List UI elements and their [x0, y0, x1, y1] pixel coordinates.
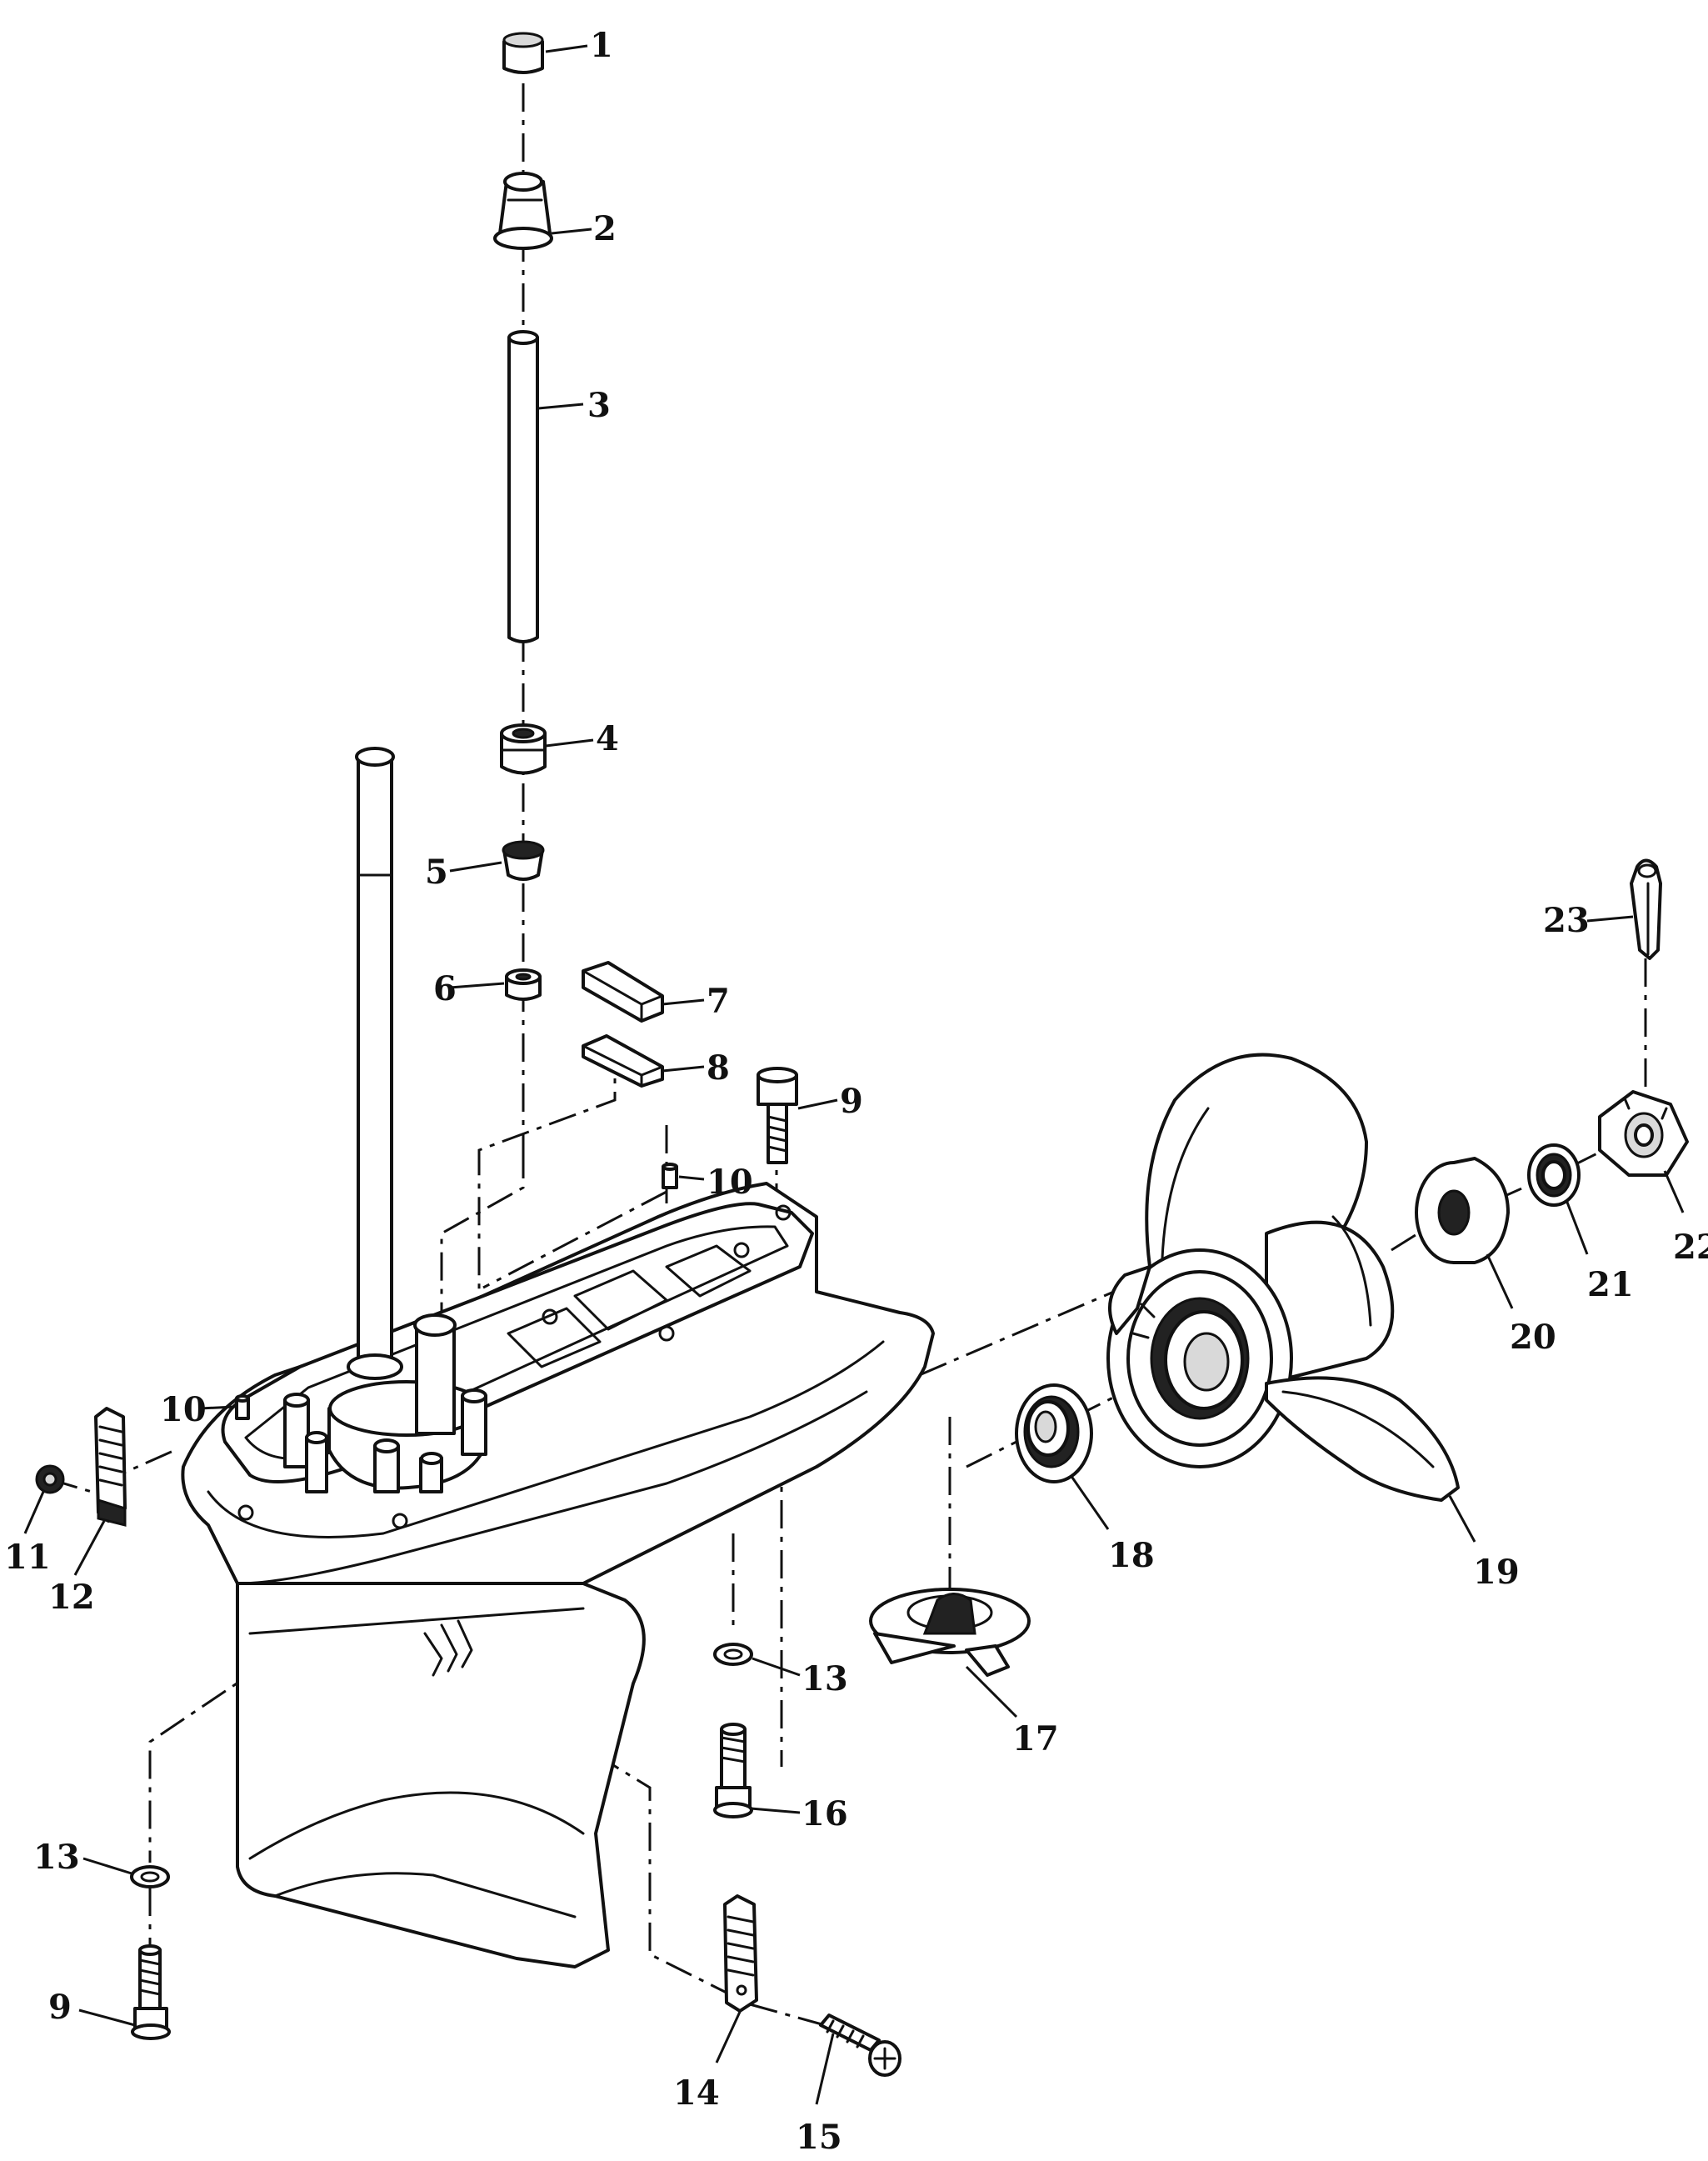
part-23-cotter-pin — [1630, 858, 1662, 960]
part-3-water-tube — [507, 330, 539, 643]
label-15: 15 — [796, 2118, 842, 2157]
label-3: 3 — [587, 386, 611, 425]
leader-lines — [23, 44, 1685, 2105]
part-7-plate — [582, 961, 664, 1023]
lower-unit-housing — [181, 747, 935, 1968]
part-10-dowel-pin-right — [662, 1163, 678, 1189]
part-13-washer-lower — [130, 1865, 170, 1888]
label-8: 8 — [707, 1048, 730, 1088]
label-1: 1 — [590, 26, 613, 65]
label-10-left: 10 — [160, 1390, 207, 1429]
label-22: 22 — [1673, 1228, 1708, 1267]
label-6: 6 — [433, 969, 457, 1008]
label-21: 21 — [1587, 1265, 1634, 1304]
label-5: 5 — [425, 853, 448, 892]
label-14: 14 — [673, 2073, 720, 2113]
part-6-bushing — [505, 968, 542, 1001]
part-1-cap — [502, 32, 544, 74]
part-9-bolt-bottom — [131, 1944, 171, 2040]
label-11: 11 — [4, 1538, 51, 1577]
label-20: 20 — [1510, 1318, 1556, 1357]
part-21-washer — [1527, 1143, 1581, 1207]
part-5-seal — [502, 840, 545, 881]
part-22-castle-nut — [1598, 1090, 1689, 1177]
part-19-propeller — [1106, 1053, 1460, 1502]
part-18-thrust-washer — [1015, 1383, 1093, 1483]
part-9-bolt-top — [757, 1067, 798, 1164]
part-17-trim-tab — [869, 1588, 1031, 1677]
label-19: 19 — [1473, 1553, 1520, 1592]
part-13-washer-upper — [713, 1643, 753, 1666]
part-4-grommet — [500, 723, 547, 775]
label-9-top: 9 — [840, 1082, 863, 1121]
part-14-anode — [723, 1894, 758, 2013]
studs — [283, 1388, 487, 1493]
label-16: 16 — [802, 1794, 848, 1833]
label-12: 12 — [48, 1578, 95, 1617]
label-4: 4 — [596, 719, 619, 758]
label-13-lower: 13 — [33, 1838, 80, 1877]
part-11-nut — [35, 1464, 65, 1494]
part-10-dowel-pin-left — [235, 1394, 250, 1420]
label-18: 18 — [1108, 1536, 1155, 1575]
part-20-spacer — [1415, 1157, 1510, 1264]
label-7: 7 — [707, 982, 730, 1021]
part-16-bolt — [713, 1723, 753, 1818]
callout-labels: 1 2 3 4 5 6 7 8 9 10 10 11 12 13 13 16 9… — [4, 26, 1708, 2157]
label-23: 23 — [1543, 901, 1590, 940]
label-17: 17 — [1012, 1719, 1059, 1758]
label-2: 2 — [593, 209, 617, 248]
part-8-plate — [582, 1034, 664, 1088]
part-2-grommet — [493, 172, 553, 250]
label-9-bottom: 9 — [48, 1988, 72, 2027]
part-15-screw — [819, 2013, 901, 2077]
label-10-right: 10 — [707, 1163, 753, 1202]
part-12-anode — [94, 1407, 127, 1527]
label-13-upper: 13 — [802, 1659, 848, 1698]
